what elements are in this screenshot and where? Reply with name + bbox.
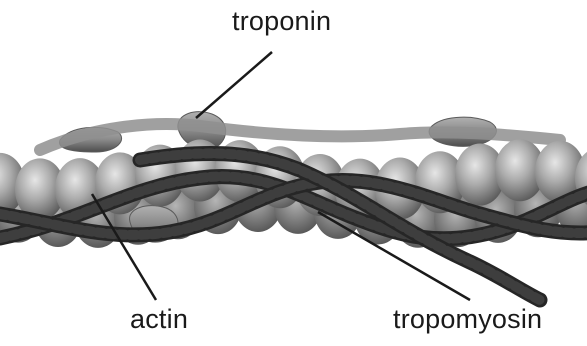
troponin-leader-line [196, 52, 272, 118]
actin-label: actin [130, 304, 188, 335]
troponin-label: troponin [232, 6, 331, 37]
tropomyosin-label: tropomyosin [393, 304, 542, 335]
